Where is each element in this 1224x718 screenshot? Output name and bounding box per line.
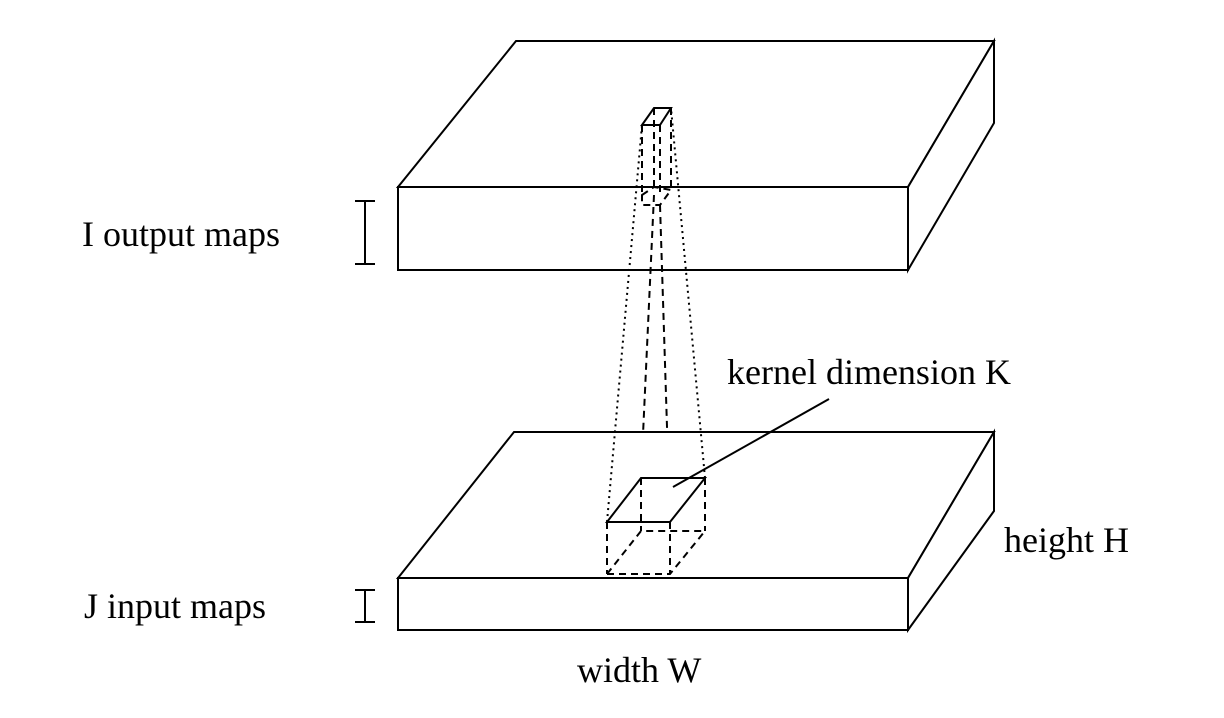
output-column	[640, 107, 673, 206]
input-slab-front-face	[397, 577, 909, 631]
input-maps-label: J input maps	[84, 586, 266, 626]
kernel-box-bottom-back	[606, 530, 705, 575]
output-column-bottom	[641, 185, 673, 206]
height-label: height H	[1004, 520, 1129, 560]
output-maps-slab	[395, 37, 996, 274]
input-maps-bracket	[355, 589, 375, 623]
output-maps-label: I output maps	[82, 214, 280, 254]
projection-lines	[606, 107, 706, 523]
input-slab-top-face	[395, 431, 996, 579]
width-label: width W	[577, 650, 701, 690]
input-maps-slab	[395, 428, 996, 634]
output-slab-top-face	[395, 40, 996, 188]
projection-line	[606, 124, 643, 523]
projection-line	[670, 107, 706, 479]
output-maps-bracket	[355, 200, 375, 265]
kernel-dimension-label: kernel dimension K	[727, 352, 1011, 392]
kernel-box-bottom	[607, 530, 706, 575]
kernel-pointer-line	[672, 398, 830, 488]
